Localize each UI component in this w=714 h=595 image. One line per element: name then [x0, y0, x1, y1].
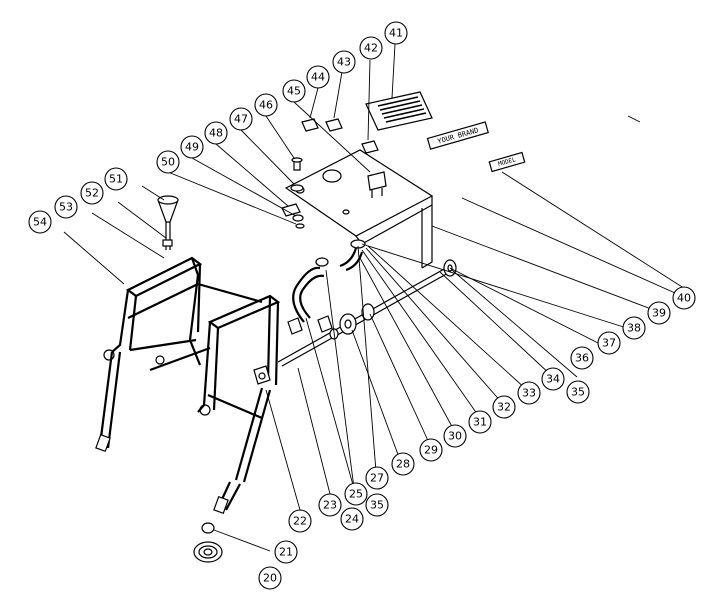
svg-text:47: 47 — [234, 113, 248, 126]
svg-text:50: 50 — [161, 156, 175, 169]
callout-38: 38 — [622, 316, 646, 340]
callout-32: 32 — [492, 395, 516, 419]
svg-text:44: 44 — [311, 71, 325, 84]
callout-35-a: 35 — [365, 493, 389, 517]
shaft-assembly — [253, 259, 457, 385]
callout-54: 54 — [28, 210, 52, 234]
callout-20: 20 — [258, 566, 282, 590]
svg-text:40: 40 — [677, 292, 691, 305]
callout-39: 39 — [647, 301, 671, 325]
callout-40: 40 — [672, 286, 696, 310]
small-hardware — [281, 157, 305, 229]
svg-text:34: 34 — [546, 373, 560, 386]
svg-text:30: 30 — [448, 430, 462, 443]
decals: YOUR BRAND MODEL — [301, 91, 526, 173]
svg-text:31: 31 — [473, 416, 487, 429]
callout-45: 45 — [282, 79, 306, 103]
callout-27: 27 — [365, 466, 389, 490]
svg-text:29: 29 — [424, 444, 438, 457]
svg-text:53: 53 — [59, 201, 73, 214]
callout-33: 33 — [517, 381, 541, 405]
svg-text:33: 33 — [522, 387, 536, 400]
callout-36: 36 — [570, 346, 594, 370]
callout-51: 51 — [104, 167, 128, 191]
callout-46: 46 — [254, 93, 278, 117]
callout-49: 49 — [180, 135, 204, 159]
svg-text:28: 28 — [396, 458, 410, 471]
callout-50: 50 — [156, 150, 180, 174]
svg-text:21: 21 — [279, 546, 293, 559]
svg-text:42: 42 — [364, 42, 378, 55]
callout-29: 29 — [419, 438, 443, 462]
svg-text:38: 38 — [627, 322, 641, 335]
svg-text:25: 25 — [349, 488, 363, 501]
callout-44: 44 — [306, 65, 330, 89]
callout-42: 42 — [359, 36, 383, 60]
callout-43: 43 — [332, 50, 356, 74]
callout-31: 31 — [468, 410, 492, 434]
callout-52: 52 — [80, 181, 104, 205]
svg-text:41: 41 — [389, 27, 403, 40]
svg-text:35: 35 — [370, 499, 384, 512]
svg-text:51: 51 — [109, 173, 123, 186]
svg-text:36: 36 — [575, 352, 589, 365]
svg-text:35: 35 — [571, 386, 585, 399]
svg-text:39: 39 — [652, 307, 666, 320]
svg-text:52: 52 — [85, 187, 99, 200]
callout-23: 23 — [318, 493, 342, 517]
callout-28: 28 — [391, 452, 415, 476]
mounting-plate — [284, 149, 434, 269]
svg-text:37: 37 — [602, 337, 616, 350]
svg-text:22: 22 — [293, 515, 307, 528]
callout-22: 22 — [288, 509, 312, 533]
frame-stand — [95, 256, 281, 515]
callout-30: 30 — [443, 424, 467, 448]
callout-48: 48 — [204, 121, 228, 145]
callout-37: 37 — [597, 331, 621, 355]
leader-lines — [63, 43, 691, 552]
handle-knob — [157, 195, 179, 250]
callout-35-b: 35 — [566, 380, 590, 404]
svg-text:20: 20 — [263, 572, 277, 585]
callout-21: 21 — [274, 540, 298, 564]
svg-text:24: 24 — [345, 513, 359, 526]
svg-text:43: 43 — [337, 56, 351, 69]
callout-41: 41 — [384, 21, 408, 45]
svg-text:54: 54 — [33, 216, 47, 229]
svg-text:49: 49 — [185, 141, 199, 154]
callout-24: 24 — [340, 507, 364, 531]
part-callouts: 20 21 22 23 24 25 27 28 29 30 31 32 33 3… — [28, 21, 696, 590]
svg-text:27: 27 — [370, 472, 384, 485]
callout-34: 34 — [541, 367, 565, 391]
hoses — [287, 239, 366, 335]
svg-text:48: 48 — [209, 127, 223, 140]
svg-text:45: 45 — [287, 85, 301, 98]
callout-53: 53 — [54, 195, 78, 219]
svg-text:46: 46 — [259, 99, 273, 112]
decal-right-text: MODEL — [497, 156, 517, 168]
bearing-washer — [193, 522, 223, 563]
svg-text:32: 32 — [497, 401, 511, 414]
svg-text:23: 23 — [323, 499, 337, 512]
callout-47: 47 — [229, 107, 253, 131]
callout-25: 25 — [344, 482, 368, 506]
